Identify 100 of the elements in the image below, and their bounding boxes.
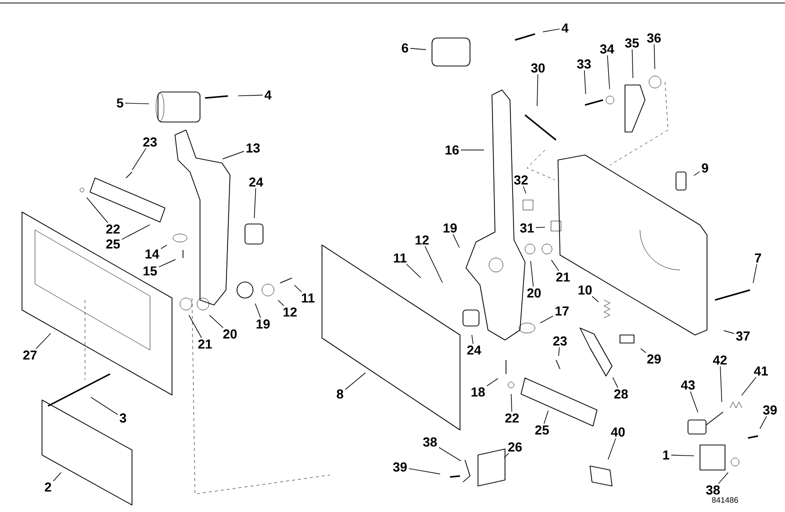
leader-line [408,468,440,474]
leader-line [640,348,646,354]
leader-line [551,260,560,272]
leader-line [608,438,616,460]
drawing-number: 841486 [712,497,738,503]
leader-line [690,390,698,413]
callout-number: 42 [712,355,727,365]
callout-number: 23 [553,336,567,346]
callout-number: 14 [146,250,160,258]
callout-number: 11 [302,294,315,302]
leader-line [486,378,498,386]
callout-number: 41 [754,366,768,376]
leader-line [344,372,366,390]
leader-line [238,94,264,96]
leader-line [254,303,261,318]
callout-number: 37 [736,331,750,341]
leader-line [654,44,656,70]
callout-number: 38 [706,485,720,495]
callout-number: 10 [578,285,592,295]
leader-line [542,28,560,32]
leader-line [510,394,512,412]
callout-number: 43 [680,380,695,390]
callout-number: 6 [402,43,408,53]
leader-line [584,70,586,94]
callout-number: 2 [44,482,52,492]
callout-number: 17 [556,306,569,316]
leader-line [452,234,460,248]
leader-line [90,396,118,415]
leader-line [278,300,284,306]
callout-number: 30 [531,63,545,73]
callout-number: 38 [423,437,437,447]
callout-number: 31 [520,223,534,233]
leader-line [536,74,538,106]
leader-line [670,454,694,456]
leader-line [752,264,758,284]
leader-line [723,330,734,334]
leader-line [160,244,168,250]
leader-line [36,332,52,350]
leader-line [540,316,554,324]
callout-number: 32 [514,175,528,185]
leader-line [522,186,526,194]
leader-line [86,197,108,224]
callout-number: 28 [614,389,628,399]
leader-line [209,314,224,328]
leader-line [122,224,150,240]
leader-line [410,48,426,50]
callout-number: 16 [446,145,459,155]
leader-line [607,54,610,90]
callout-number: 34 [600,44,614,54]
leader-line [592,296,599,302]
callout-number: 1 [663,450,670,460]
callout-number: 24 [249,177,264,187]
leader-line [294,284,302,292]
callout-number: 27 [23,350,37,360]
callout-number: 40 [610,427,625,437]
leader-line [424,246,443,283]
callout-number: 12 [416,235,429,245]
callout-number: 21 [198,339,212,349]
leader-line [544,410,549,424]
leader-line [558,346,560,356]
callout-number: 22 [106,224,120,234]
callout-number: 8 [336,389,344,399]
callout-number: 25 [535,425,549,435]
callout-number: 11 [394,254,407,262]
leader-line [406,264,422,278]
leader-line [741,376,756,396]
leader-line [438,447,462,462]
callout-number: 33 [577,59,591,69]
leader-line [124,102,150,104]
callout-number: 36 [647,33,661,43]
callout-number: 24 [467,345,482,355]
callout-number: 9 [702,163,708,173]
leader-line [694,171,700,176]
callout-number: 29 [647,354,661,364]
callout-number: 3 [120,413,126,423]
callout-number: 20 [223,329,237,339]
callout-number: 26 [508,442,522,452]
callout-number: 4 [264,90,272,100]
leader-line [632,48,634,78]
callout-number: 25 [106,239,120,249]
leader-line [720,366,722,402]
callout-number: 21 [556,272,570,282]
callout-number: 18 [472,387,485,397]
callout-number: 19 [444,223,457,233]
callout-number: 4 [562,24,569,32]
leader-line [471,334,474,344]
leader-line [718,472,728,484]
callout-number: 5 [116,98,124,108]
leader-line [158,259,176,268]
callout-number: 20 [527,288,541,298]
callout-number: 39 [393,462,407,472]
leader-line [536,226,546,228]
leader-line [254,188,256,218]
callout-number: 22 [505,413,519,423]
leader-line [760,416,767,430]
callout-number: 15 [144,266,157,276]
leader-line [132,148,146,170]
callout-number: 19 [256,319,270,329]
leader-line [188,314,202,338]
leader-line [52,472,62,482]
